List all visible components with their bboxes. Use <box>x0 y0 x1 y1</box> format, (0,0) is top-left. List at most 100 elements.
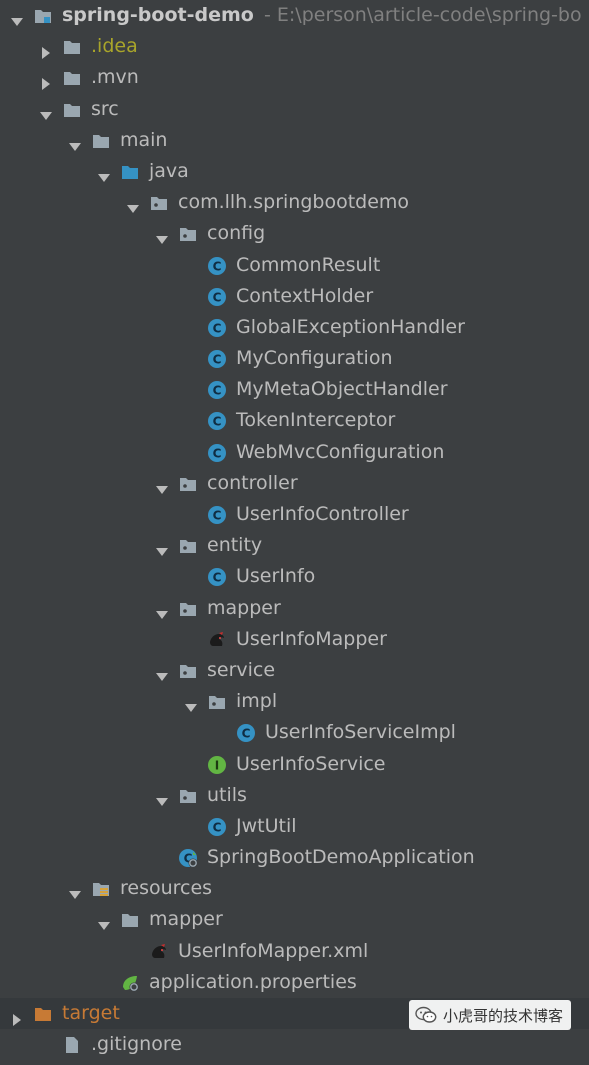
tree-node-label: ContextHolder <box>236 284 374 307</box>
chevron-right-icon[interactable] <box>10 1006 24 1026</box>
class-icon: C <box>207 348 227 369</box>
tree-node-label: main <box>120 128 168 151</box>
package-icon <box>178 473 198 493</box>
package-icon <box>178 223 198 243</box>
tree-node-label: mapper <box>149 908 223 931</box>
tree-node-mapper[interactable]: mapper <box>0 593 589 624</box>
class-icon: C <box>207 255 227 275</box>
package-icon <box>178 660 198 680</box>
tree-node-myconfiguration[interactable]: C MyConfiguration <box>0 343 589 374</box>
tree-node-mapper[interactable]: mapper <box>0 904 589 935</box>
class-icon: C <box>207 379 227 400</box>
folder-icon <box>62 99 82 119</box>
svg-text:C: C <box>213 446 222 460</box>
chevron-down-icon[interactable] <box>155 476 169 494</box>
tree-node-label: service <box>207 658 276 681</box>
chevron-right-icon[interactable] <box>39 70 53 91</box>
chevron-down-icon[interactable] <box>155 663 169 681</box>
package-icon <box>178 535 198 555</box>
tree-node-springbootdemoapplication[interactable]: C SpringBootDemoApplication <box>0 842 589 873</box>
tree-node-label: com.llh.springbootdemo <box>178 191 410 214</box>
chevron-down-icon[interactable] <box>39 102 53 120</box>
wechat-icon <box>415 1006 437 1023</box>
folder-icon <box>91 130 111 150</box>
chevron-down-icon[interactable] <box>155 788 169 806</box>
tree-node-label: JwtUtil <box>236 814 297 837</box>
svg-text:I: I <box>215 758 219 772</box>
class-icon: C <box>207 442 227 462</box>
tree-node-label: SpringBootDemoApplication <box>207 846 475 869</box>
package-icon <box>178 785 198 805</box>
chevron-down-icon[interactable] <box>97 164 111 182</box>
tree-node-service[interactable]: service <box>0 655 589 686</box>
package-icon <box>178 598 198 618</box>
project-path: - E:\person\article-code\spring-bo <box>264 4 582 26</box>
tree-node-utils[interactable]: utils <box>0 780 589 811</box>
tree-node-spring-boot-demo[interactable]: spring-boot-demo- E:\person\article-code… <box>0 0 589 31</box>
tree-node-entity[interactable]: entity <box>0 530 589 561</box>
tree-node-main[interactable]: main <box>0 125 589 156</box>
spring-boot-class-icon: C <box>178 847 198 868</box>
tree-node-label: .mvn <box>91 66 139 89</box>
excluded-folder-icon <box>33 1003 53 1023</box>
chevron-down-icon[interactable] <box>155 226 169 245</box>
chevron-down-icon[interactable] <box>155 538 169 557</box>
tree-node-gitignore[interactable]: .gitignore <box>0 1029 589 1060</box>
chevron-down-icon[interactable] <box>68 133 82 151</box>
spring-properties-icon <box>120 972 140 992</box>
tree-node-label: TokenInterceptor <box>236 409 396 432</box>
chevron-down-icon[interactable] <box>155 601 169 619</box>
class-icon: C <box>207 317 227 337</box>
tree-node-controller[interactable]: controller <box>0 468 589 499</box>
class-icon: C <box>207 816 227 836</box>
tree-node-application-properties[interactable]: application.properties <box>0 967 589 998</box>
tree-node-jwtutil[interactable]: C JwtUtil <box>0 811 589 842</box>
class-icon: C <box>207 504 227 524</box>
tree-node-label: application.properties <box>149 970 357 993</box>
tree-node-label: java <box>149 159 189 182</box>
class-icon: C <box>236 722 256 743</box>
tree-node-label: .gitignore <box>91 1033 182 1056</box>
chevron-right-icon[interactable] <box>39 39 53 60</box>
tree-node-label: UserInfoMapper.xml <box>178 939 369 962</box>
tree-node-userinfomapper-xml[interactable]: UserInfoMapper.xml <box>0 936 589 967</box>
tree-node-label: MyConfiguration <box>236 347 393 370</box>
svg-text:C: C <box>213 259 222 273</box>
svg-text:C: C <box>213 820 222 834</box>
chevron-down-icon[interactable] <box>126 195 140 214</box>
chevron-down-icon[interactable] <box>10 8 24 26</box>
svg-text:C: C <box>242 727 251 741</box>
tree-node-src[interactable]: src <box>0 94 589 125</box>
tree-node-idea[interactable]: .idea <box>0 31 589 62</box>
tree-node-label: entity <box>207 534 263 557</box>
svg-text:C: C <box>213 290 222 304</box>
svg-text:C: C <box>213 321 222 335</box>
watermark: 小虎哥的技术博客 <box>408 1000 571 1030</box>
chevron-down-icon[interactable] <box>68 881 82 900</box>
folder-icon <box>62 67 82 87</box>
class-icon: C <box>207 286 227 306</box>
tree-node-java[interactable]: java <box>0 156 589 187</box>
chevron-down-icon[interactable] <box>184 694 198 713</box>
tree-node-contextholder[interactable]: C ContextHolder <box>0 281 589 312</box>
tree-node-mvn[interactable]: .mvn <box>0 62 589 93</box>
folder-icon <box>62 36 82 56</box>
tree-node-impl[interactable]: impl <box>0 686 589 717</box>
chevron-down-icon[interactable] <box>97 912 111 931</box>
package-icon <box>207 691 227 711</box>
tree-node-resources[interactable]: resources <box>0 873 589 904</box>
tree-node-com-llh-springbootdemo[interactable]: com.llh.springbootdemo <box>0 187 589 218</box>
tree-node-userinfomapper[interactable]: UserInfoMapper <box>0 624 589 655</box>
source-folder-icon <box>120 161 140 181</box>
interface-icon: I <box>207 754 227 774</box>
tree-node-config[interactable]: config <box>0 218 589 249</box>
